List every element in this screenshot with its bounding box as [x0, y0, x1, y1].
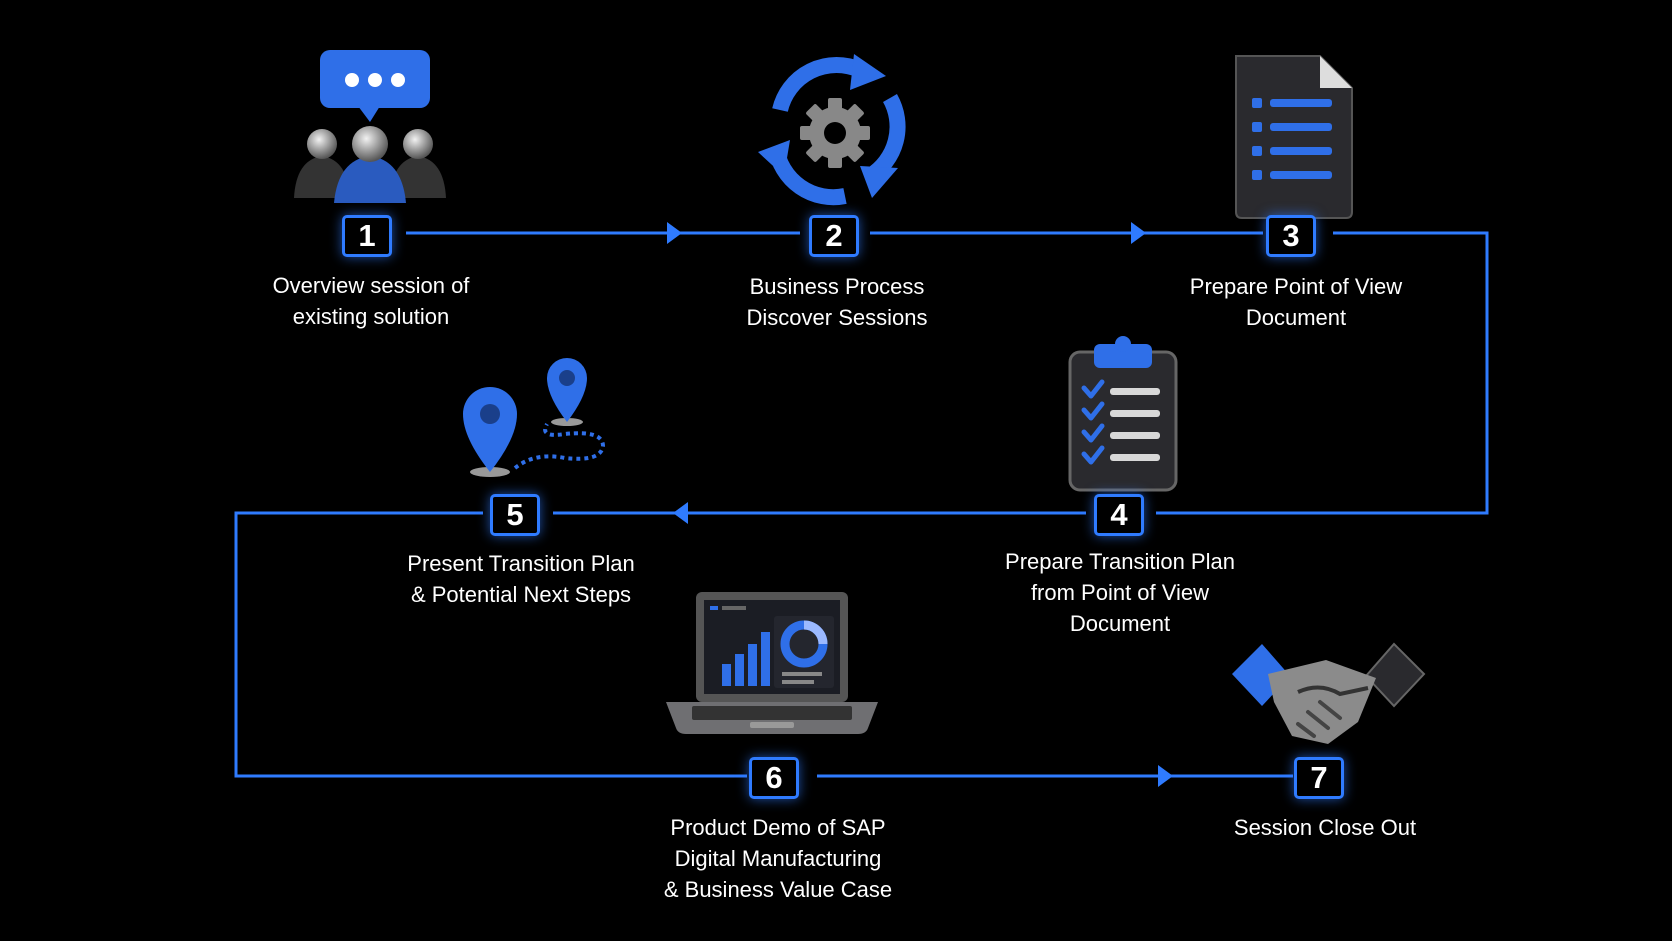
step-5-label: Present Transition Plan & Potential Next…: [407, 551, 635, 607]
laptop-dashboard-icon: [666, 592, 878, 734]
step-4-label: Prepare Transition Plan from Point of Vi…: [1005, 549, 1235, 636]
clipboard-checklist-icon: [1068, 336, 1178, 492]
arrowhead-right: [667, 222, 682, 244]
step-4-number: 4: [1094, 494, 1144, 536]
step-1-number: 1: [342, 215, 392, 257]
document-icon: [1235, 55, 1353, 219]
map-route-icon: [463, 358, 606, 477]
connector-5-6: [234, 511, 747, 778]
arrowhead-left: [673, 502, 688, 524]
step-3-number: 3: [1266, 215, 1316, 257]
step-1-label: Overview session of existing solution: [272, 273, 470, 329]
step-2-number: 2: [809, 215, 859, 257]
step-6-label: Product Demo of SAP Digital Manufacturin…: [663, 815, 893, 902]
step-7-number: 7: [1294, 757, 1344, 799]
step-6-number: 6: [749, 757, 799, 799]
step-5-number: 5: [490, 494, 540, 536]
step-7-label: Session Close Out: [1233, 815, 1417, 840]
step-2-label: Business Process Discover Sessions: [746, 274, 928, 330]
connector-3-4: [1156, 231, 1489, 515]
arrowhead-right: [1131, 222, 1146, 244]
meeting-chat-icon: [294, 50, 446, 203]
handshake-icon: [1232, 642, 1426, 744]
step-3-label: Prepare Point of View Document: [1189, 274, 1403, 330]
arrowhead-right: [1158, 765, 1173, 787]
gear-cycle-icon: [758, 54, 906, 206]
